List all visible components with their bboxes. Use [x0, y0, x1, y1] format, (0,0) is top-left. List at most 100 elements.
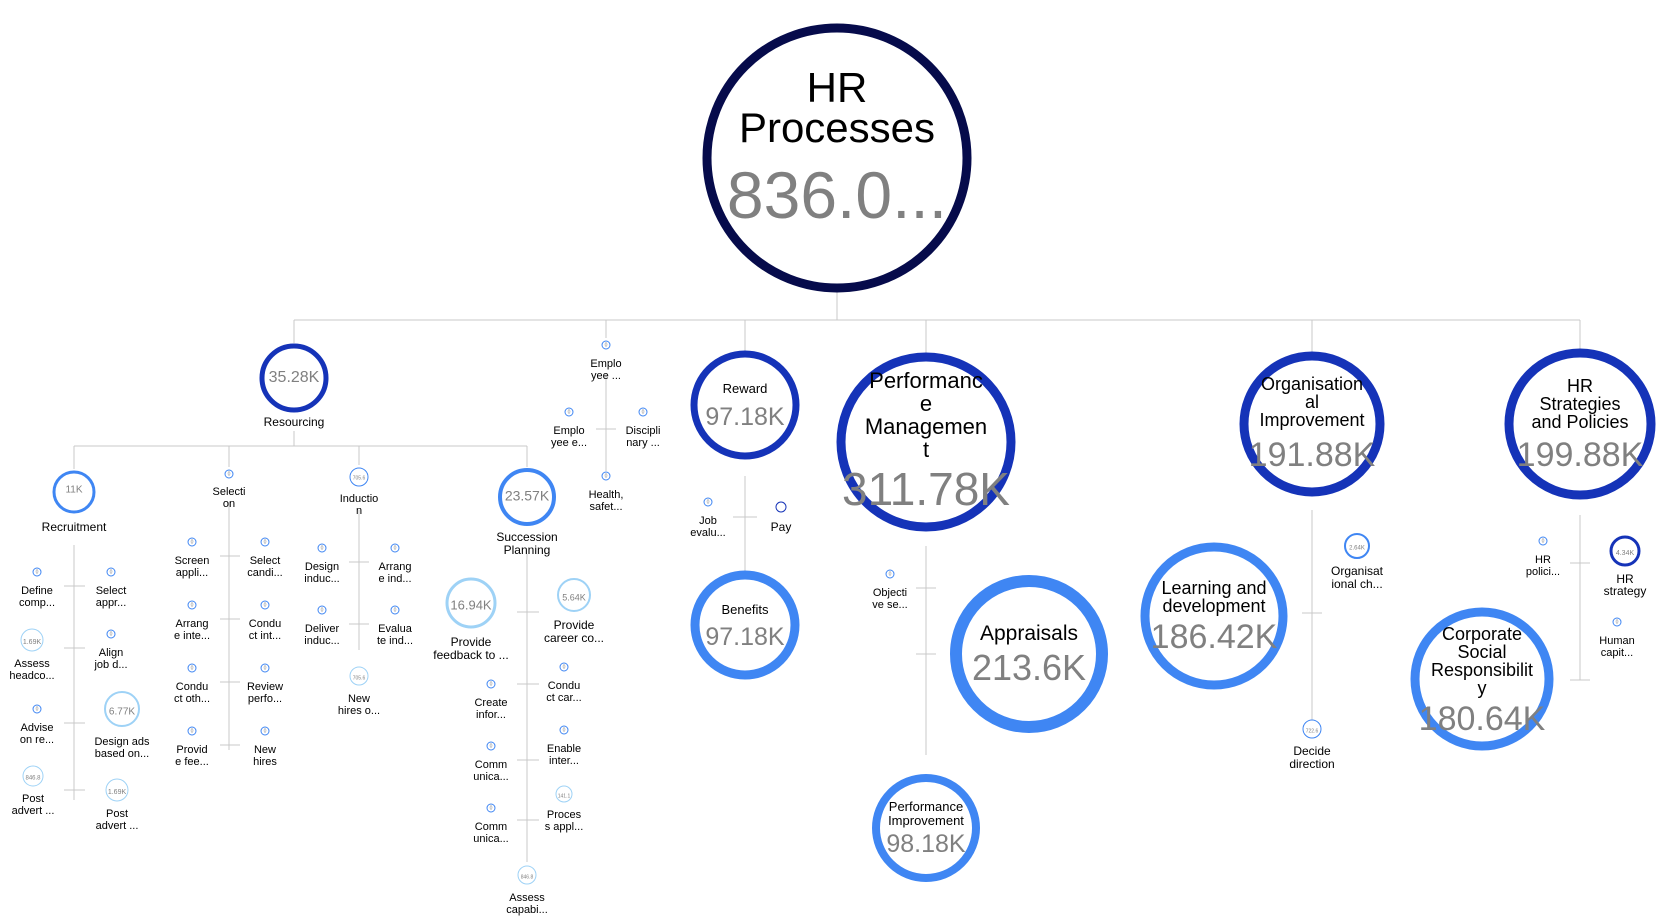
node-enable-inter[interactable]: 0Enableinter...: [547, 725, 581, 767]
node-circle[interactable]: [557, 578, 591, 612]
node-circle[interactable]: [1239, 351, 1385, 497]
node-disciplinary[interactable]: 0Disciplinary ...: [626, 407, 661, 449]
node-circle[interactable]: [260, 537, 270, 547]
node-circle[interactable]: [690, 350, 800, 460]
node-circle[interactable]: [260, 663, 270, 673]
node-circle[interactable]: [260, 726, 270, 736]
node-circle[interactable]: [601, 471, 611, 481]
node-circle[interactable]: [349, 467, 369, 487]
node-screen[interactable]: 0Screenappli...: [175, 537, 210, 579]
node-circle[interactable]: [559, 725, 569, 735]
node-circle[interactable]: [1344, 533, 1370, 559]
node-circle[interactable]: [564, 407, 574, 417]
node-hr-policies[interactable]: 0HRpolici...: [1526, 536, 1560, 578]
node-commu-2[interactable]: 0Communica...: [473, 803, 509, 845]
node-employee-rel[interactable]: 0Employee ...: [590, 340, 622, 382]
node-circle[interactable]: [390, 605, 400, 615]
node-circle[interactable]: [349, 666, 369, 686]
node-circle[interactable]: [20, 628, 44, 652]
node-circle[interactable]: [703, 497, 713, 507]
node-circle[interactable]: [872, 774, 980, 882]
node-circle[interactable]: [486, 741, 496, 751]
node-circle[interactable]: [702, 23, 972, 293]
node-circle[interactable]: [950, 575, 1108, 733]
node-pay[interactable]: Pay: [771, 501, 792, 534]
node-circle[interactable]: [486, 679, 496, 689]
node-assess-capabi[interactable]: 846.8Assesscapabi...: [506, 865, 548, 916]
node-human-capit[interactable]: 0Humancapit...: [1599, 617, 1635, 659]
node-circle[interactable]: [1504, 348, 1656, 500]
node-circle[interactable]: [1612, 617, 1622, 627]
node-circle[interactable]: [22, 765, 44, 787]
node-design-induc[interactable]: 0Designinduc...: [304, 543, 340, 585]
node-health-safet[interactable]: 0Health,safet...: [589, 471, 624, 513]
node-create-infor[interactable]: 0Createinfor...: [474, 679, 508, 721]
node-circle[interactable]: [390, 543, 400, 553]
node-circle[interactable]: [317, 543, 327, 553]
node-circle[interactable]: [187, 537, 197, 547]
node-circle[interactable]: [1609, 535, 1641, 567]
node-circle[interactable]: [517, 865, 537, 885]
node-commu-1[interactable]: 0Communica...: [473, 741, 509, 783]
node-circle[interactable]: [259, 343, 329, 413]
node-select-appr[interactable]: 0Selectappr...: [96, 567, 127, 609]
node-circle[interactable]: [106, 629, 116, 639]
node-circle[interactable]: [187, 726, 197, 736]
node-post-advert-1[interactable]: 846.8Postadvert ...: [12, 765, 55, 817]
node-deliver-induc[interactable]: 0Deliverinduc...: [304, 605, 340, 647]
node-post-advert-2[interactable]: 1.69KPostadvert ...: [96, 778, 139, 832]
node-circle[interactable]: [260, 600, 270, 610]
node-circle[interactable]: [106, 567, 116, 577]
node-circle[interactable]: [1302, 719, 1322, 739]
node-circle[interactable]: [224, 469, 234, 479]
node-circle[interactable]: [601, 340, 611, 350]
node-circle[interactable]: [1140, 542, 1288, 690]
node-circle[interactable]: [317, 605, 327, 615]
node-circle[interactable]: [690, 570, 800, 680]
node-circle[interactable]: [836, 352, 1016, 532]
node-define[interactable]: 0Definecomp...: [19, 567, 55, 609]
node-circle[interactable]: [555, 785, 573, 803]
node-circle[interactable]: [104, 691, 140, 727]
node-review-perfo[interactable]: 0Reviewperfo...: [247, 663, 283, 705]
node-job-evalu[interactable]: 0Jobevalu...: [690, 497, 726, 539]
node-assess-headco[interactable]: 1.69KAssessheadco...: [9, 628, 55, 682]
node-circle[interactable]: [187, 663, 197, 673]
node-circle[interactable]: [498, 468, 556, 526]
node-circle[interactable]: [638, 407, 648, 417]
node-circle[interactable]: [187, 600, 197, 610]
node-circle[interactable]: [559, 662, 569, 672]
